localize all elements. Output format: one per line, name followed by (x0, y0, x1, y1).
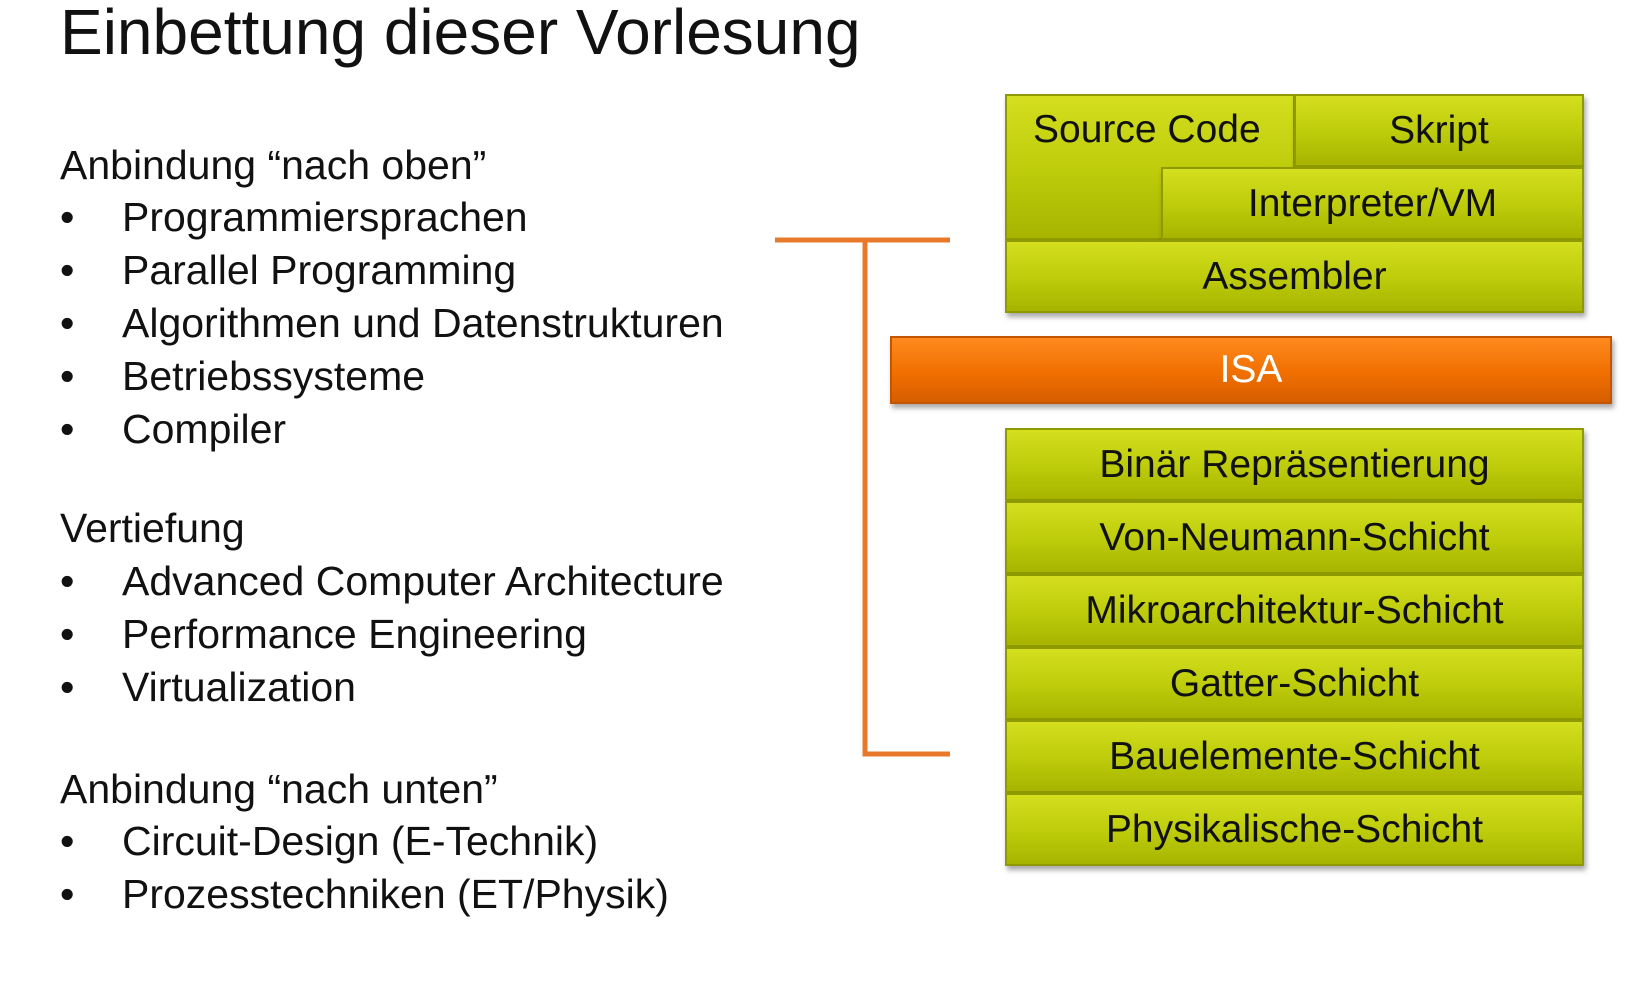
bullet-icon: • (60, 664, 75, 710)
layer-isa: ISA (890, 336, 1612, 404)
bullet-icon: • (60, 353, 75, 399)
page-title: Einbettung dieser Vorlesung (60, 0, 861, 68)
layer-components: Bauelemente-Schicht (1005, 720, 1584, 793)
section-heading-upward: Anbindung “nach oben” (60, 142, 487, 188)
layer-binary-representation: Binär Repräsentierung (1005, 428, 1584, 501)
bullet-icon: • (60, 818, 75, 864)
bullet-icon: • (60, 611, 75, 657)
layer-gate: Gatter-Schicht (1005, 647, 1584, 720)
bullet-icon: • (60, 558, 75, 604)
section-heading-deepening: Vertiefung (60, 505, 245, 551)
bullet-icon: • (60, 247, 75, 293)
layer-skript: Skript (1294, 94, 1584, 167)
bullet-icon: • (60, 300, 75, 346)
layer-assembler: Assembler (1005, 240, 1584, 313)
layer-microarchitecture: Mikroarchitektur-Schicht (1005, 574, 1584, 647)
bullet-icon: • (60, 871, 75, 917)
bullet-icon: • (60, 406, 75, 452)
layer-interpreter-vm: Interpreter/VM (1161, 167, 1584, 240)
section-heading-downward: Anbindung “nach unten” (60, 766, 498, 812)
scope-bracket-line (862, 240, 950, 757)
bullet-icon: • (60, 194, 75, 240)
layer-physical: Physikalische-Schicht (1005, 793, 1584, 866)
layer-von-neumann: Von-Neumann-Schicht (1005, 501, 1584, 574)
